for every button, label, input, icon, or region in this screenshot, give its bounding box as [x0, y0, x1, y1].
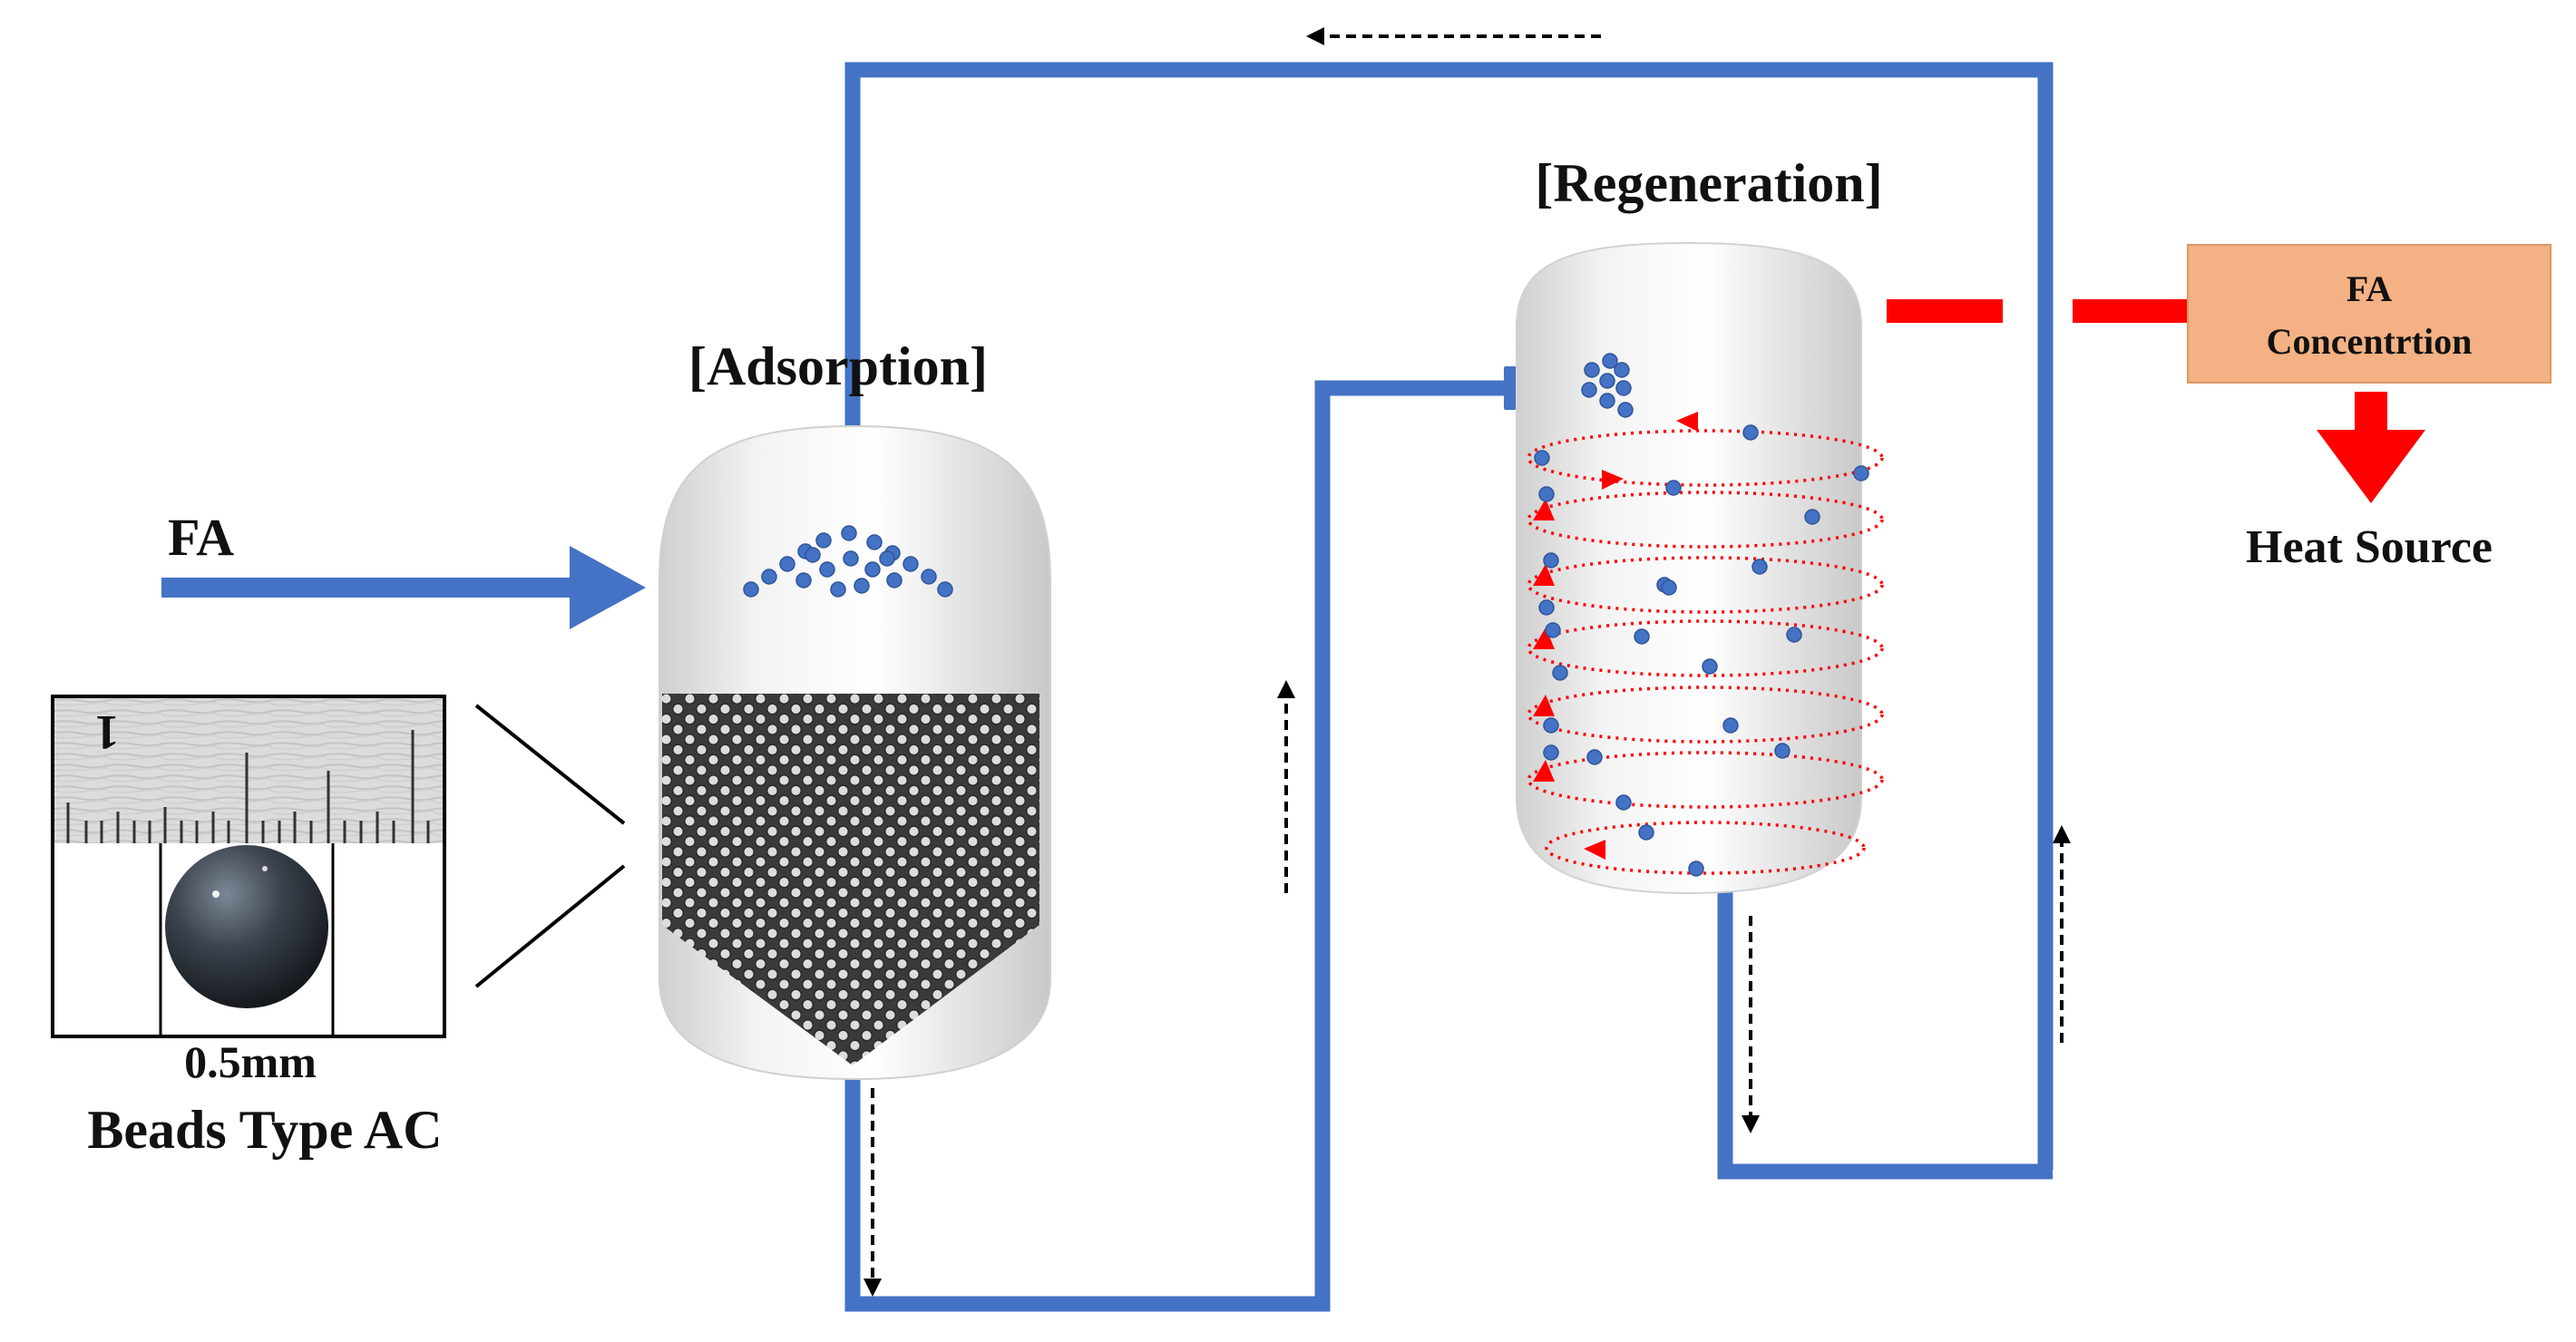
spiral-direction-arrows — [1533, 412, 1698, 860]
fa-concentration-label-2: Concentrtion — [2267, 321, 2473, 362]
adsorption-falling-beads — [743, 525, 953, 598]
adsorption-label: [Adsorption] — [688, 336, 988, 396]
bead-caption: Beads Type AC — [87, 1100, 442, 1160]
bead-size-label: 0.5mm — [184, 1036, 317, 1087]
flow-direction-arrows — [864, 27, 2071, 1297]
bead-detail-inset: 1 — [51, 695, 446, 1038]
heat-source-label: Heat Source — [2246, 521, 2493, 573]
ruler-number: 1 — [95, 705, 120, 760]
adsorbent-bed — [662, 694, 1039, 1065]
regeneration-beads — [1534, 353, 1869, 877]
fa-inlet-label: FA — [168, 508, 234, 567]
heat-source-arrow — [2317, 392, 2425, 503]
fa-inlet-arrowhead — [570, 546, 646, 629]
adsorption-outlet-pipe — [844, 380, 1513, 1312]
heat-line — [1887, 299, 2189, 323]
regeneration-spiral — [1527, 429, 1884, 875]
fa-concentration-label-1: FA — [2347, 268, 2392, 309]
fa-concentration-box — [2187, 244, 2552, 384]
ruler-ticks — [66, 730, 430, 843]
activated-carbon-bead — [165, 845, 328, 1008]
adsorption-tank — [659, 424, 1051, 1081]
inset-callout-lines — [474, 704, 626, 988]
regeneration-outlet-pipe — [1717, 889, 2053, 1180]
return-pipe-top — [844, 62, 2054, 1170]
pipe-network — [161, 62, 2054, 1312]
regeneration-label: [Regeneration] — [1535, 153, 1882, 213]
